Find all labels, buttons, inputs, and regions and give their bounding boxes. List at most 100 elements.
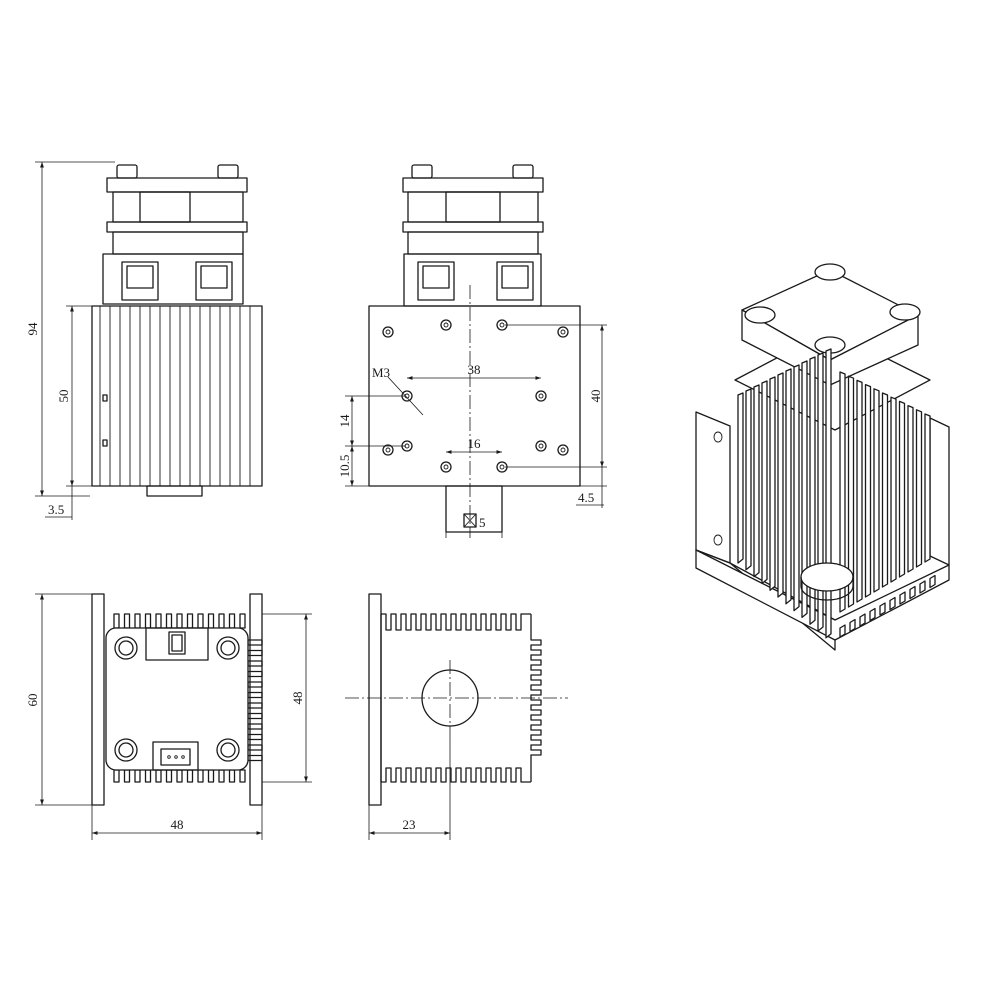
iso-fin	[898, 400, 906, 578]
mount-hole-center	[499, 322, 505, 328]
dim-lens-square: 5	[479, 515, 486, 530]
dim-overall-height: 94	[25, 322, 40, 336]
fin	[113, 769, 120, 783]
iso-fin	[890, 396, 897, 583]
fin	[207, 613, 215, 629]
iso-bottom-fin	[879, 602, 886, 616]
mount-hole	[557, 326, 569, 338]
iso-fin	[737, 392, 744, 564]
iso-fin	[907, 404, 914, 573]
dim-hole-spacing-vertical: 40	[588, 390, 603, 403]
fin	[218, 613, 225, 629]
top-fin-comb	[381, 613, 531, 631]
iso-fin	[924, 413, 931, 563]
fin	[228, 769, 236, 783]
fin	[134, 769, 141, 783]
iso-bottom-fin	[839, 624, 846, 638]
screw-head	[220, 742, 236, 758]
iso-fin	[915, 409, 923, 568]
fin	[239, 769, 246, 783]
fin	[228, 613, 236, 629]
mount-hole-center	[443, 322, 449, 328]
fin	[165, 613, 173, 629]
iso-fin	[864, 383, 872, 598]
dim-hole-spacing-horizontal: 38	[468, 362, 481, 377]
fin	[134, 613, 141, 629]
mount-hole-center	[385, 447, 391, 453]
fin	[186, 613, 194, 629]
dim-side-offset: 23	[403, 817, 416, 832]
bottom-view-screws	[114, 636, 240, 762]
fin	[176, 769, 183, 783]
iso-bottom-fin	[919, 580, 926, 594]
iso-bottom-fin	[899, 591, 906, 605]
iso-fin	[761, 380, 768, 585]
mount-hole-center	[560, 447, 566, 453]
fin	[123, 613, 131, 629]
screw	[114, 636, 138, 660]
isometric-fins	[737, 348, 936, 639]
bottom-view: 60 48 48	[25, 593, 312, 840]
mount-hole-center	[560, 329, 566, 335]
fin	[176, 613, 183, 629]
dim-bottom-width: 48	[171, 817, 184, 832]
fin	[113, 613, 120, 629]
iso-fin	[769, 376, 776, 591]
iso-fin	[881, 392, 889, 588]
mount-hole-center	[538, 393, 544, 399]
mount-hole	[382, 444, 394, 456]
side-view: 94 50 3.5	[25, 161, 263, 520]
iso-fin	[745, 388, 752, 571]
iso-fin	[817, 352, 824, 632]
fin	[155, 769, 162, 783]
iso-fin	[847, 375, 855, 608]
iso-bottom-fin	[909, 585, 916, 600]
fin	[197, 613, 204, 629]
iso-fin	[785, 368, 792, 605]
iso-bottom-fin	[849, 618, 856, 633]
iso-bottom-fin	[929, 574, 936, 589]
screw-head	[118, 640, 134, 656]
right-fin-comb	[530, 614, 542, 782]
mount-hole-center	[499, 464, 505, 470]
heatsink-end-view: 23	[345, 593, 568, 840]
mount-hole	[535, 440, 547, 452]
side-view-fins	[99, 306, 251, 486]
iso-fin	[801, 360, 808, 619]
end-view-fins	[380, 613, 542, 783]
mount-hole	[557, 444, 569, 456]
front-view: M3 38 16 40 4.5 14 10.5 5	[337, 164, 607, 538]
iso-fin	[873, 388, 880, 593]
dim-bottom-depth: 48	[290, 692, 305, 705]
dim-hole-offset-10-5: 10.5	[337, 455, 352, 478]
iso-fin	[777, 372, 784, 598]
dim-base-offset: 3.5	[48, 502, 64, 517]
iso-fin	[839, 371, 846, 613]
fin	[197, 769, 204, 783]
mount-hole-center	[443, 464, 449, 470]
mount-hole	[382, 326, 394, 338]
mount-hole	[440, 461, 452, 473]
iso-bottom-fin	[889, 596, 896, 611]
screw	[114, 738, 138, 762]
dim-thread-label: M3	[372, 365, 390, 380]
dim-heatsink-height: 50	[56, 390, 71, 403]
mount-hole-center	[385, 329, 391, 335]
fin	[144, 613, 152, 629]
dim-bottom-height: 60	[25, 694, 40, 707]
screw-head	[118, 742, 134, 758]
screw	[216, 636, 240, 660]
mount-hole	[535, 390, 547, 402]
dim-inner-spacing: 16	[468, 436, 482, 451]
screw-head	[220, 640, 236, 656]
fin	[239, 613, 246, 629]
fin	[123, 769, 131, 783]
iso-bottom-fin	[859, 613, 866, 627]
iso-fin	[793, 364, 800, 612]
iso-fin	[825, 348, 832, 639]
bottom-fin-comb	[381, 767, 531, 783]
fin	[155, 613, 162, 629]
dim-hole-offset-14: 14	[337, 414, 352, 428]
iso-fin	[809, 356, 816, 625]
